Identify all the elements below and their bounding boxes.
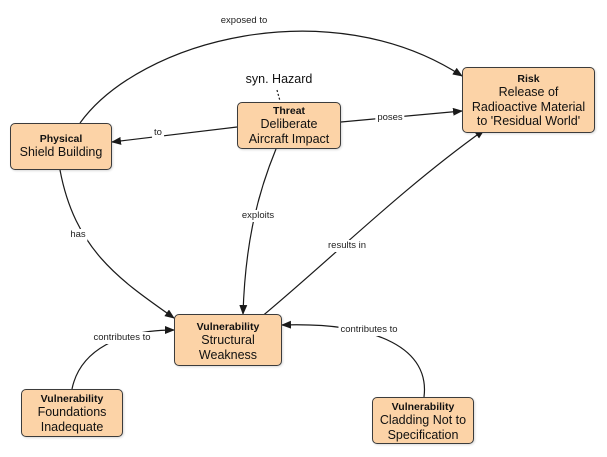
node-kind: Vulnerability (196, 321, 260, 333)
node-threat[interactable]: Threat Deliberate Aircraft Impact (237, 102, 341, 149)
edge-exposed-to (79, 30, 463, 124)
node-kind: Physical (39, 133, 83, 145)
node-kind: Vulnerability (391, 401, 455, 413)
node-kind: Threat (272, 105, 306, 117)
node-cladding-not-to-spec[interactable]: Vulnerability Cladding Not to Specificat… (372, 397, 474, 444)
edge-label-contributes-to-left: contributes to (91, 332, 153, 344)
edge-exploits (239, 148, 277, 315)
node-kind: Risk (517, 73, 540, 85)
node-foundations-inadequate[interactable]: Vulnerability Foundations Inadequate (21, 389, 123, 437)
node-label: Release of Radioactive Material to 'Resi… (471, 85, 586, 128)
node-label: Foundations Inadequate (37, 405, 107, 434)
edge-label-results-in: results in (325, 240, 369, 252)
edge-to (111, 126, 238, 145)
edge-has (59, 169, 175, 319)
edge-results-in (259, 129, 485, 319)
edge-label-exposed-to: exposed to (218, 15, 270, 27)
edge-label-has: has (68, 229, 88, 241)
node-label: Cladding Not to Specification (379, 413, 467, 442)
node-label: Deliberate Aircraft Impact (248, 117, 330, 146)
node-kind: Vulnerability (40, 393, 104, 405)
node-structural-weakness[interactable]: Vulnerability Structural Weakness (174, 314, 282, 366)
node-physical[interactable]: Physical Shield Building (10, 123, 112, 170)
node-label: Structural Weakness (198, 333, 258, 362)
edge-label-poses: poses (375, 112, 405, 124)
node-risk[interactable]: Risk Release of Radioactive Material to … (462, 67, 595, 133)
edge-label-to: to (152, 127, 164, 139)
edge-contributes-to-right (281, 320, 426, 398)
edge-label-contributes-to-right: contributes to (338, 324, 400, 336)
synonym-label: syn. Hazard (245, 72, 313, 86)
node-label: Shield Building (19, 145, 103, 159)
edge-contributes-to-left (71, 326, 175, 390)
edge-label-exploits: exploits (239, 210, 277, 222)
synonym-connector (276, 89, 281, 102)
